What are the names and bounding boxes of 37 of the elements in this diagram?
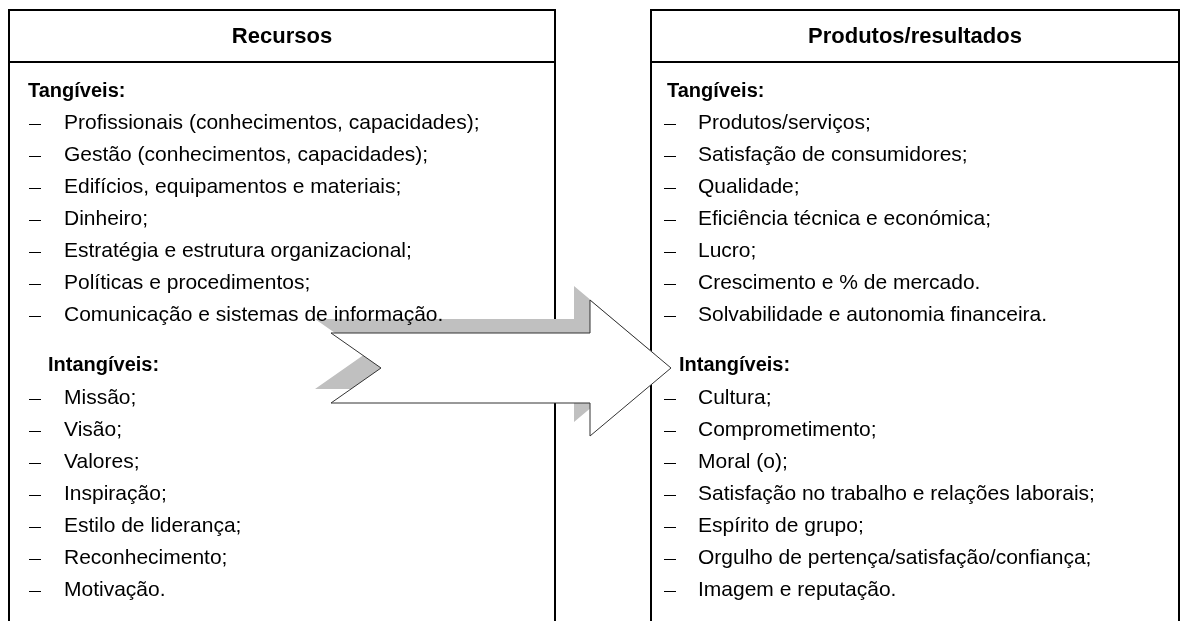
list-item: Estratégia e estrutura organizacional; (64, 237, 412, 263)
list-item: Eficiência técnica e económica; (698, 205, 991, 231)
panel-title: Recursos (230, 23, 334, 49)
list-item: Valores; (64, 448, 140, 474)
list-item: Satisfação de consumidores; (698, 141, 968, 167)
list-panel (650, 9, 1180, 621)
list-item: Lucro; (698, 237, 757, 263)
list-item: Gestão (conhecimentos, capacidades); (64, 141, 429, 167)
section-heading: Intangíveis: (48, 352, 160, 377)
list-item: Estilo de liderança; (64, 512, 242, 538)
panel-title: Produtos/resultados (807, 23, 1023, 49)
list-item: Qualidade; (698, 173, 800, 199)
list-item: Comprometimento; (698, 416, 877, 442)
list-item: Comunicação e sistemas de informação. (64, 301, 444, 327)
list-item: Motivação. (64, 576, 166, 602)
list-item: Crescimento e % de mercado. (698, 269, 981, 295)
section-heading: Tangíveis: (28, 78, 126, 103)
list-item: Políticas e procedimentos; (64, 269, 311, 295)
list-item: Reconhecimento; (64, 544, 228, 570)
list-item: Profissionais (conhecimentos, capacidades); (64, 109, 480, 135)
list-item: Produtos/serviços; (698, 109, 871, 135)
list-item: Visão; (64, 416, 122, 442)
list-item: Dinheiro; (64, 205, 149, 231)
list-item: Inspiração; (64, 480, 167, 506)
list-item: Espírito de grupo; (698, 512, 864, 538)
section-heading: Intangíveis: (679, 352, 791, 377)
list-item: Moral (o); (698, 448, 788, 474)
list-item: Imagem e reputação. (698, 576, 897, 602)
block-arrow (315, 286, 672, 437)
section-heading: Tangíveis: (667, 78, 765, 103)
list-item: Edifícios, equipamentos e materiais; (64, 173, 402, 199)
list-item: Solvabilidade e autonomia financeira. (698, 301, 1048, 327)
list-panel (8, 9, 556, 621)
list-item: Orgulho de pertença/satisfação/confiança; (698, 544, 1092, 570)
list-item: Satisfação no trabalho e relações laborais; (698, 480, 1095, 506)
list-item: Missão; (64, 384, 137, 410)
list-item: Cultura; (698, 384, 772, 410)
